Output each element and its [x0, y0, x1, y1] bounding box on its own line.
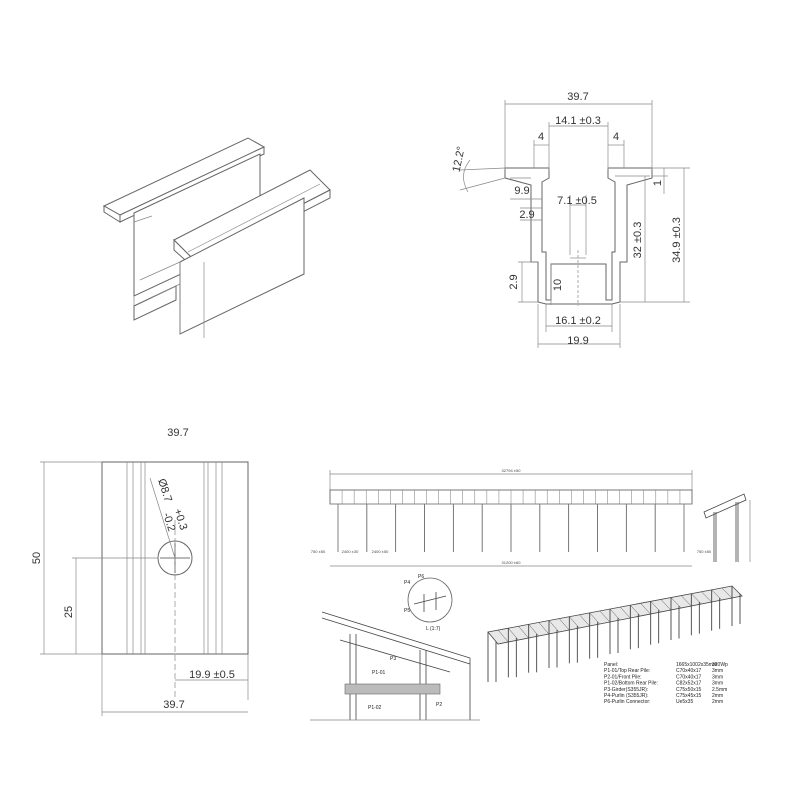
legend-name: P4-Purlin (S355JR): — [604, 693, 648, 699]
profile-web-width: 7.1 ±0.5 — [557, 195, 597, 207]
legend-name: P6-Purlin Connector: — [604, 699, 650, 705]
elevation-end-right: 750 ±50 — [697, 549, 712, 554]
carport-3d-view — [487, 585, 743, 682]
carport-elevation: 32794 ±50 31200 ±60 750 ±50 750 ±50 2400… — [311, 468, 751, 567]
section-label-p6: P6 — [418, 574, 424, 580]
clamp-plan-view: 39.7 Ø8.7 +0.3 -0.2 50 25 19.9 ±0.5 — [31, 427, 249, 716]
panel-seam — [579, 614, 590, 627]
legend-extra: 2mm — [712, 699, 723, 705]
legend-extra: 3mm — [712, 674, 723, 680]
plan-hole-height: 25 — [63, 606, 75, 618]
legend-name: P3-Girder(S355JR): — [604, 687, 648, 693]
elevation-panel-ticks — [329, 490, 693, 504]
legend-spec: C82x52x17 — [676, 681, 702, 687]
elevation-end-left: 750 ±50 — [311, 549, 326, 554]
plan-height: 50 — [31, 552, 43, 564]
profile-angle: 12.2° — [451, 146, 468, 174]
carport-3d-columns — [487, 586, 741, 682]
clamp-profile-section: 39.7 14.1 ±0.3 4 4 12.2° 9.9 7.1 ±0.5 2.… — [451, 91, 690, 348]
panel-seam — [518, 626, 529, 639]
legend-extra: 2.5mm — [712, 687, 727, 693]
profile-foot-offset: 2.9 — [508, 274, 520, 289]
profile-leg-height: 10 — [552, 279, 564, 291]
profile-lip-right: 4 — [613, 131, 619, 143]
profile-lip-left: 4 — [538, 131, 544, 143]
legend-name: P1-01/Top Rear Pile: — [604, 668, 650, 674]
section-label-p2: P2 — [436, 702, 442, 708]
profile-top-step: 1 — [652, 180, 664, 186]
legend-extra: 320Wp — [712, 662, 728, 668]
carport-section-detail: P1-01 P1-02 P2 P3 P4 P5 P6 L (1:7) — [310, 574, 480, 721]
legend-name: P2-01/Front Pile: — [604, 674, 642, 680]
panel-seam — [680, 595, 692, 607]
section-label-p5: P5 — [404, 608, 410, 614]
panel-seam — [619, 606, 631, 619]
plan-bottom-width: 39.7 — [163, 699, 184, 711]
profile-overall-width: 39.7 — [567, 91, 588, 103]
panel-seam — [721, 587, 733, 599]
section-angle: L (1:7) — [426, 626, 441, 632]
elevation-overall-top: 32794 ±50 — [502, 468, 522, 473]
panel-seam — [558, 618, 570, 631]
profile-foot-outer: 19.9 — [567, 335, 588, 347]
legend-spec: Ue5x35 — [676, 699, 693, 705]
profile-inner-height: 32 ±0.3 — [632, 222, 644, 259]
profile-foot-inner: 16.1 ±0.2 — [555, 315, 601, 327]
legend-spec: C70x40x17 — [676, 668, 702, 674]
panel-seam — [538, 622, 550, 635]
legend-name: P1-02/Bottom Rear Pile: — [604, 681, 658, 687]
legend-spec: 1665x1002x35mm — [676, 662, 717, 668]
profile-flange-depth: 9.9 — [514, 185, 529, 197]
legend-extra: 2mm — [712, 693, 723, 699]
panel-seam — [660, 599, 672, 611]
section-label-p4: P4 — [404, 580, 410, 586]
profile-web-offset: 2.9 — [519, 209, 534, 221]
elevation-overall-bottom: 31200 ±60 — [502, 560, 522, 565]
panel-seam — [640, 603, 651, 615]
legend-extra: 3mm — [712, 681, 723, 687]
plan-hole-tol-minus: -0.2 — [160, 511, 177, 533]
panel-seam — [497, 629, 509, 643]
legend-spec: C75x45x15 — [676, 693, 702, 699]
plan-top-width: 39.7 — [167, 427, 188, 439]
profile-slot-width: 14.1 ±0.3 — [555, 115, 601, 127]
legend-spec: C70x40x17 — [676, 674, 702, 680]
profile-total-height: 34.9 ±0.3 — [671, 217, 683, 263]
section-label-p3: P3 — [390, 656, 396, 662]
panel-seam — [599, 610, 611, 623]
elevation-bay-b: 2400 ±50 — [372, 549, 389, 554]
clamp-isometric-view — [102, 137, 331, 338]
panel-seam — [701, 591, 712, 603]
section-label-p1-01: P1-01 — [372, 670, 386, 676]
legend-extra: 3mm — [712, 668, 723, 674]
legend-spec: C75x50x15 — [676, 687, 702, 693]
legend-name: Panel: — [604, 662, 618, 668]
plan-hole-offset: 19.9 ±0.5 — [189, 669, 235, 681]
elevation-bay-a: 2400 ±30 — [342, 549, 359, 554]
section-label-p1-02: P1-02 — [368, 705, 382, 711]
